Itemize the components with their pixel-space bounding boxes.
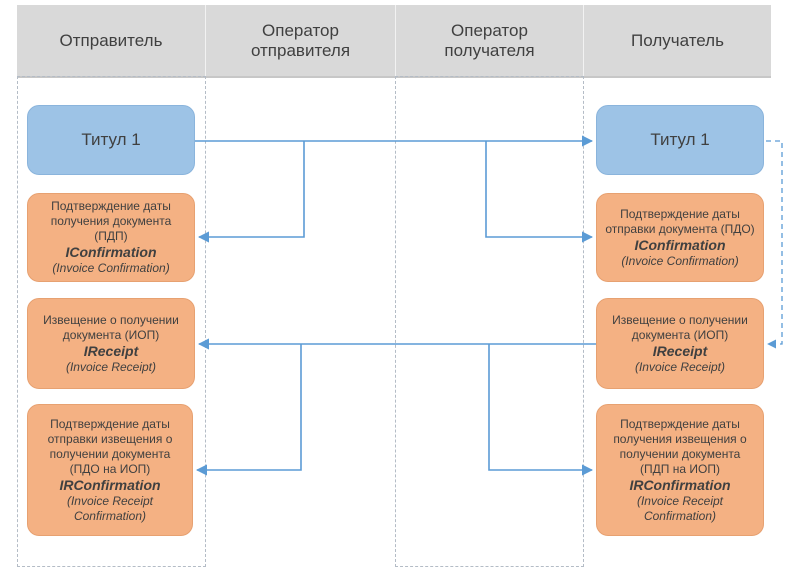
box-interface: IConfirmation xyxy=(634,236,726,253)
sender-pdo-iop-box: Подтверждение даты отправки извещения о … xyxy=(27,404,193,536)
sender-title1-box: Титул 1 xyxy=(27,105,195,175)
box-interface: IRConfirmation xyxy=(59,476,161,493)
box-description: Извещение о получении документа (ИОП) xyxy=(612,312,748,342)
lane-header-receiver: Получатель xyxy=(631,30,724,50)
box-english-name: (Invoice Confirmation) xyxy=(621,253,739,268)
box-english-name: (Invoice Receipt) xyxy=(634,359,726,374)
lane-header-receiver-operator: Оператор получателя xyxy=(444,20,535,60)
box-description: Подтверждение даты отправки извещения о … xyxy=(47,416,173,476)
box-english-name: (Invoice Receipt Confirmation) xyxy=(66,493,154,523)
lane-header-bar xyxy=(17,5,771,78)
box-description: Подтверждение даты получения документа (… xyxy=(50,199,172,243)
receiver-pdp-iop-box: Подтверждение даты получения извещения о… xyxy=(596,404,764,536)
lane-header-sender-operator: Оператор отправителя xyxy=(250,20,351,60)
lane-receiver-operator xyxy=(395,76,584,567)
box-english-name: (Invoice Receipt Confirmation) xyxy=(636,493,724,523)
box-description: Подтверждение даты получения извещения о… xyxy=(613,416,747,476)
dashed-arrow-title1-to-iop xyxy=(766,140,783,349)
lane-header-sender: Отправитель xyxy=(59,30,163,50)
box-interface: IReceipt xyxy=(652,342,708,359)
box-interface: IReceipt xyxy=(83,342,139,359)
sender-pdp-box: Подтверждение даты получения документа (… xyxy=(27,193,195,282)
box-english-name: (Invoice Receipt) xyxy=(65,359,157,374)
box-interface: IConfirmation xyxy=(65,244,157,260)
box-title: Титул 1 xyxy=(650,130,710,149)
arrow-pdp-to-sender xyxy=(197,141,305,243)
box-description: Подтверждение даты отправки документа (П… xyxy=(605,206,755,236)
arrow-pdo-to-receiver xyxy=(485,141,594,243)
receiver-iop-box: Извещение о получении документа (ИОП) IR… xyxy=(596,298,764,389)
lane-separator xyxy=(395,5,396,76)
arrow-pdp-iop-to-receiver xyxy=(488,344,594,476)
sender-iop-box: Извещение о получении документа (ИОП) IR… xyxy=(27,298,195,389)
lane-separator xyxy=(205,5,206,76)
box-description: Извещение о получении документа (ИОП) xyxy=(43,312,179,342)
box-title: Титул 1 xyxy=(81,130,141,149)
lane-sender xyxy=(17,76,206,567)
box-english-name: (Invoice Confirmation) xyxy=(52,261,170,275)
lane-separator xyxy=(583,5,584,76)
receiver-title1-box: Титул 1 xyxy=(596,105,764,175)
receiver-pdo-box: Подтверждение даты отправки документа (П… xyxy=(596,193,764,282)
box-interface: IRConfirmation xyxy=(629,476,731,493)
arrow-pdo-iop-to-sender xyxy=(195,344,302,476)
